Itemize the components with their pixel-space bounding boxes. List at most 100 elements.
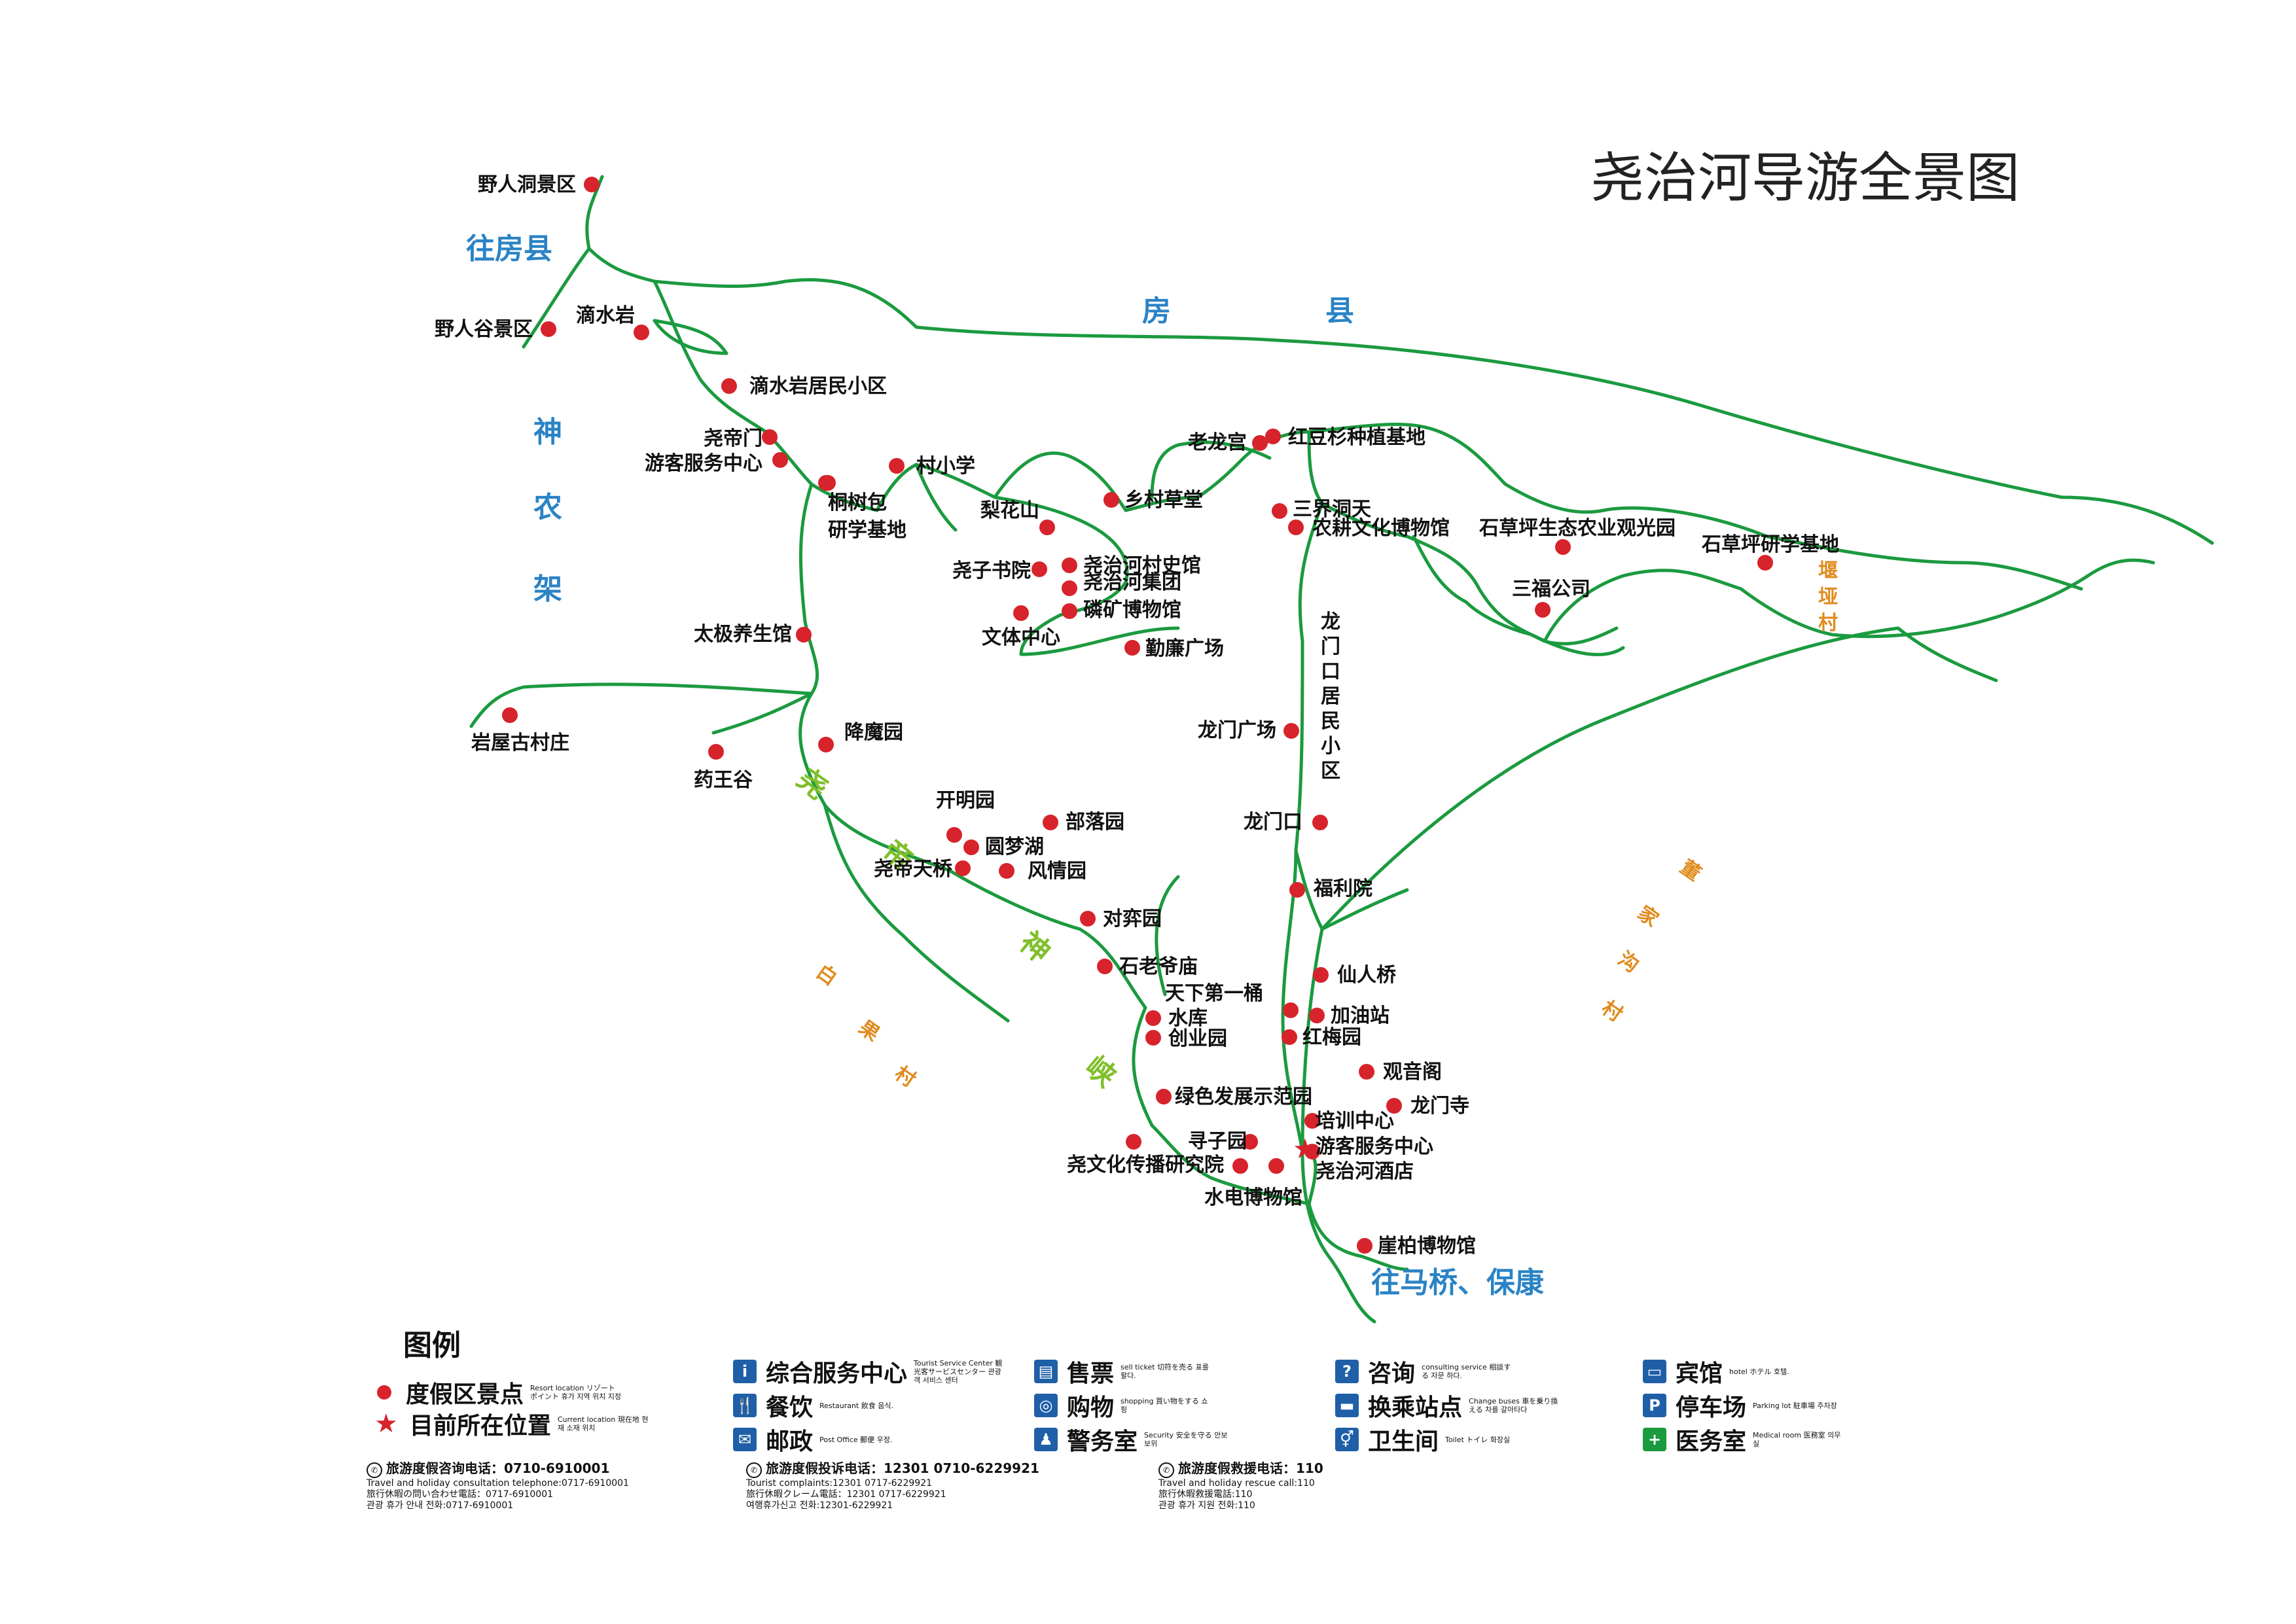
spot-dot bbox=[1145, 1010, 1161, 1026]
spot-dot bbox=[1309, 1008, 1325, 1023]
spot-label: 石老爷庙 bbox=[1119, 955, 1198, 978]
spot-dot bbox=[1124, 640, 1140, 656]
phone-complaints-kr: 여행휴가신고 전화:12301-6229921 bbox=[746, 1500, 893, 1511]
spot-label: 尧帝门 bbox=[704, 427, 762, 450]
phone-rescue: ✆旅游度假救援电话：110 Travel and holiday rescue … bbox=[1158, 1462, 1525, 1511]
spot-label: 风情园 bbox=[1028, 860, 1086, 883]
legend-item-sub: Tourist Service Center 観光客サービスセンター 관광객 서… bbox=[914, 1358, 1003, 1385]
spot-label: 绿色发展示范园 bbox=[1175, 1086, 1312, 1108]
spot-label: 水电博物馆 bbox=[1204, 1186, 1302, 1209]
spot-label: 乡村草堂 bbox=[1124, 489, 1203, 512]
legend-resort-spot-sub: Resort location リゾートポイント 휴가 지역 위치 지정 bbox=[530, 1384, 621, 1401]
spot-label: 滴水岩居民小区 bbox=[749, 375, 887, 398]
spot-dot bbox=[502, 707, 518, 723]
bus-icon: ▬ bbox=[1335, 1394, 1359, 1417]
spot-label: 尧子书院 bbox=[952, 559, 1031, 582]
spot-dot bbox=[1304, 1144, 1320, 1159]
lmk-char-6: 小 bbox=[1321, 735, 1340, 758]
spot-label: 龙门广场 bbox=[1198, 719, 1276, 742]
phone-icon: ✆ bbox=[746, 1462, 762, 1478]
parking-icon: P bbox=[1643, 1394, 1666, 1417]
legend-item-sub: Post Office 郵便 우정. bbox=[819, 1435, 893, 1444]
spot-dot bbox=[1232, 1158, 1248, 1174]
spot-dot bbox=[541, 321, 556, 337]
spot-dot bbox=[1535, 602, 1551, 618]
region-shennongjia-1: 神 bbox=[533, 415, 562, 449]
spot-dot bbox=[1312, 815, 1328, 830]
spot-label: 桐树包 bbox=[828, 491, 887, 514]
spot-label: 水库 bbox=[1168, 1007, 1208, 1030]
info-icon: i bbox=[733, 1360, 757, 1383]
spot-label: 龙门寺 bbox=[1410, 1095, 1469, 1118]
legend-item-label: 停车场 bbox=[1676, 1394, 1747, 1421]
spot-dot bbox=[1097, 959, 1113, 974]
spot-label: 农耕文化博物馆 bbox=[1312, 517, 1450, 540]
legend-item-sub: hotel ホテル 호텔. bbox=[1729, 1367, 1789, 1376]
scenic-spots: 野人洞景区野人谷景区滴水岩滴水岩居民小区尧帝门游客服务中心村小学桐树包研学基地老… bbox=[435, 173, 1839, 1258]
spot-label: 尧治河集团 bbox=[1083, 571, 1181, 594]
spot-label: 培训中心 bbox=[1316, 1110, 1394, 1133]
spot-dot bbox=[1031, 561, 1047, 577]
legend-item-sub: sell ticket 切符を売る 표를 팔다. bbox=[1121, 1363, 1209, 1380]
spot-label: 石草坪生态农业观光园 bbox=[1479, 517, 1676, 540]
spot-dot bbox=[796, 627, 812, 643]
legend-item-label: 警务室 bbox=[1067, 1428, 1138, 1455]
spot-label: 创业园 bbox=[1168, 1027, 1227, 1050]
spot-label: 崖柏博物馆 bbox=[1378, 1235, 1476, 1258]
phone-consultation: ✆旅游度假咨询电话：0710-6910001 Travel and holida… bbox=[367, 1462, 733, 1511]
spot-dot bbox=[820, 475, 836, 491]
bed-icon: ▭ bbox=[1643, 1360, 1666, 1383]
yanyacun-char-2: 垭 bbox=[1818, 586, 1838, 609]
spot-label: 对弈园 bbox=[1103, 908, 1162, 930]
spot-label: 三界洞天 bbox=[1293, 498, 1371, 521]
spot-dot bbox=[1386, 1098, 1402, 1114]
gorge-char-1: 尧 bbox=[791, 762, 834, 805]
dongjiagou-char-3: 沟 bbox=[1613, 947, 1643, 978]
spot-label: 太极养生馆 bbox=[694, 623, 792, 646]
spot-label: 三福公司 bbox=[1512, 578, 1590, 601]
legend-resort-spot: 度假区景点 Resort location リゾートポイント 휴가 지역 위치 … bbox=[377, 1375, 622, 1409]
spot-label: 观音阁 bbox=[1383, 1061, 1442, 1084]
spot-dot bbox=[1313, 967, 1329, 983]
dongjiagou-char-1: 董 bbox=[1676, 856, 1705, 886]
legend-item-sub: Parking lot 駐車場 주차장 bbox=[1753, 1401, 1837, 1410]
spot-label: 加油站 bbox=[1331, 1004, 1390, 1027]
spot-dot bbox=[1252, 435, 1268, 451]
spot-dot bbox=[1283, 723, 1299, 739]
spot-label: 勤廉广场 bbox=[1145, 637, 1224, 660]
spot-dot bbox=[1062, 603, 1077, 619]
spot-dot bbox=[1304, 1113, 1320, 1129]
lmk-char-5: 民 bbox=[1321, 710, 1340, 733]
region-maqiao-direction: 往马桥、保康 bbox=[1371, 1266, 1544, 1299]
legend-item: ▭ 宾馆 hotel ホテル 호텔. bbox=[1643, 1354, 1821, 1388]
spot-dot bbox=[1357, 1238, 1372, 1254]
spot-label: 野人谷景区 bbox=[435, 318, 533, 341]
legend-item-label: 综合服务中心 bbox=[766, 1360, 908, 1387]
fork-knife-icon: 🍴 bbox=[733, 1394, 757, 1417]
spot-dot bbox=[1288, 520, 1304, 535]
phone-consultation-kr: 관광 휴가 안내 전화:0717-6910001 bbox=[367, 1500, 514, 1511]
yanyacun-char-3: 村 bbox=[1818, 612, 1838, 635]
legend-item: P 停车场 Parking lot 駐車場 주차장 bbox=[1643, 1388, 1844, 1422]
legend-item-sub: shopping 買い物をする 쇼핑 bbox=[1121, 1397, 1208, 1414]
legend-item-sub: Restaurant 飲食 음식. bbox=[819, 1401, 893, 1410]
legend-item-label: 换乘站点 bbox=[1368, 1394, 1463, 1421]
mail-icon: ✉ bbox=[733, 1428, 757, 1451]
spot-dot bbox=[721, 378, 737, 394]
spot-dot bbox=[708, 744, 724, 760]
spot-dot bbox=[1272, 503, 1287, 519]
spot-dot bbox=[1145, 1030, 1161, 1046]
baiguo-char-2: 果 bbox=[854, 1016, 884, 1046]
spot-label: 天下第一桶 bbox=[1165, 982, 1263, 1005]
phone-complaints: ✆旅游度假投诉电话：12301 0710-6229921 Tourist com… bbox=[746, 1462, 1152, 1511]
legend-current-location: ★ 目前所在位置 Current location 現在地 현재 소재 위치 bbox=[374, 1407, 649, 1441]
legend-resort-spot-label: 度假区景点 bbox=[406, 1381, 524, 1408]
spot-dot bbox=[1156, 1089, 1172, 1104]
dongjiagou-char-4: 村 bbox=[1597, 997, 1626, 1027]
region-fangxian-2: 县 bbox=[1325, 294, 1354, 328]
legend-item-label: 咨询 bbox=[1368, 1360, 1416, 1387]
legend-item-label: 宾馆 bbox=[1676, 1360, 1723, 1387]
